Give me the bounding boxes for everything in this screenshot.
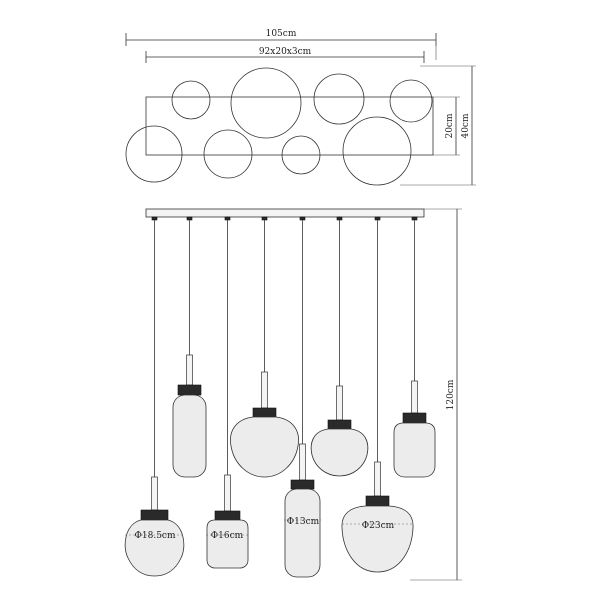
shade-circle [203, 129, 253, 179]
plate-size-dimension: 92x20x3cm [145, 47, 425, 63]
pendant-round-18-5: Φ18.5cm [124, 220, 185, 577]
shade-circle [342, 116, 412, 186]
glass-shade [124, 519, 185, 577]
glass-shade [284, 488, 321, 578]
shade-circles-top-view [125, 67, 433, 186]
glass-shade [230, 416, 299, 478]
shade-circle [389, 79, 433, 123]
plate-depth-label: 20cm [445, 113, 455, 138]
glass-shade [341, 505, 414, 573]
front-view: 120cm Φ18.5cm Φ16cm [124, 208, 462, 581]
shade-circle [125, 125, 183, 183]
lamp-holder [177, 384, 202, 396]
lamp-holder [140, 509, 169, 521]
pendant-bowl-upper [230, 220, 299, 478]
shade-circle [281, 135, 321, 175]
lamp-holder [290, 479, 315, 490]
lamp-holder [365, 495, 390, 507]
overall-length-label: 105cm [266, 29, 297, 39]
shade-circle [171, 80, 211, 120]
shade-diameter-label: Φ23cm [362, 521, 395, 531]
shade-circle [230, 67, 302, 139]
glass-shade [393, 422, 436, 478]
pendant-bowl-medium [310, 220, 369, 477]
overall-depth-label: 40cm [461, 113, 471, 138]
shade-diameter-label: Φ16cm [211, 531, 244, 541]
plate-depth-dimension: 20cm [433, 96, 460, 156]
overall-height-dimension: 120cm [410, 208, 462, 581]
overall-height-label: 120cm [446, 379, 456, 410]
lamp-holder [214, 510, 241, 521]
pendant-cylinder-upper [172, 220, 207, 478]
pendant-bowl-23: Φ23cm [341, 220, 414, 573]
shade-diameter-label: Φ13cm [287, 517, 320, 527]
pendant-small-16: Φ16cm [206, 220, 249, 569]
lamp-holder [252, 407, 277, 418]
shade-diameter-label: Φ18.5cm [135, 531, 176, 541]
glass-shade [310, 428, 369, 477]
shade-circle [313, 73, 365, 125]
plate-size-label: 92x20x3cm [259, 47, 312, 57]
glass-shade [206, 519, 249, 569]
pendant-cylinder-13: Φ13cm [284, 220, 321, 578]
lamp-holder [402, 412, 427, 424]
ceiling-plate-outline [145, 96, 434, 156]
glass-shade [172, 394, 207, 478]
pendant-short-cylinder [393, 220, 436, 478]
overall-length-dimension: 105cm [125, 29, 437, 60]
overall-depth-dimension: 40cm [400, 65, 476, 186]
top-view: 105cm 92x20x3cm 20cm [125, 29, 476, 186]
lamp-holder [327, 419, 352, 430]
ceiling-canopy [145, 208, 425, 218]
